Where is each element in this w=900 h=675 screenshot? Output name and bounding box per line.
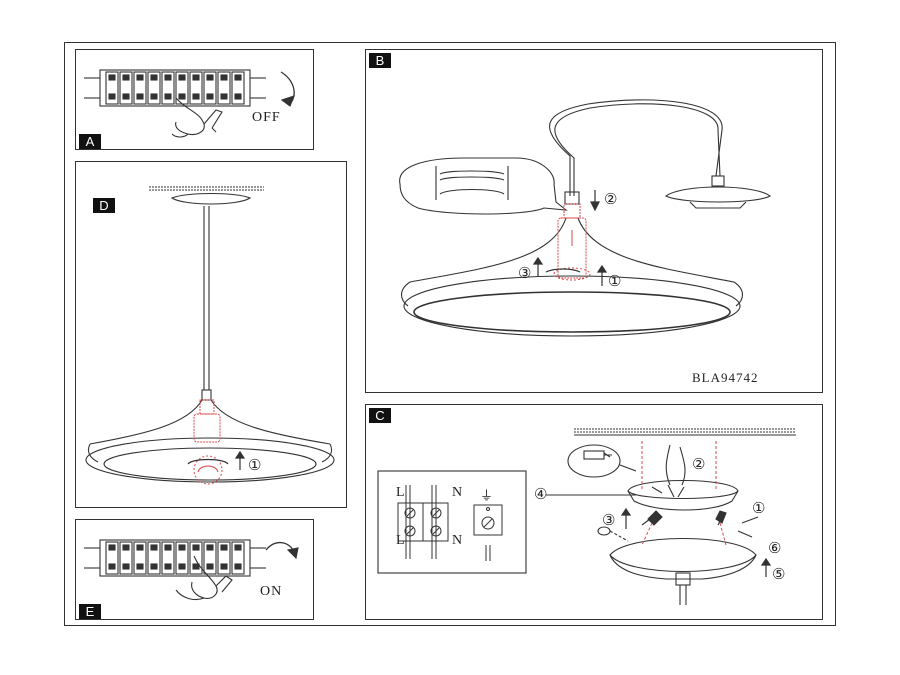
- panel-c-step-6: ⑥: [768, 541, 782, 557]
- panel-c-step-2: ②: [692, 457, 706, 473]
- instruction-sheet: [64, 42, 836, 626]
- lamp-assembly-illustration: [399, 99, 772, 337]
- panel-c-step-4: ④: [534, 487, 548, 503]
- panel-d-letter: D: [93, 198, 115, 213]
- panel-d-step-1: ①: [248, 458, 262, 474]
- panel-c-step-3: ③: [602, 513, 616, 529]
- model-code: BLA94742: [692, 370, 759, 385]
- terminal-label-neutral-bottom: N: [452, 533, 463, 548]
- panel-a-switch-off: OFF A: [75, 49, 314, 150]
- ceiling-mount-illustration: [377, 428, 796, 605]
- panel-c-ceiling-mount: L N L N ⏚ ④ ② ③ ① ⑥ ⑤ C: [365, 404, 823, 620]
- off-label: OFF: [252, 110, 281, 125]
- pendant-hanging-illustration: [85, 186, 335, 485]
- panel-b-step-1: ①: [608, 274, 622, 290]
- panel-c-letter: C: [369, 408, 391, 423]
- panel-c-step-1: ①: [752, 501, 766, 517]
- panel-b-step-3: ③: [518, 266, 532, 282]
- terminal-label-live-bottom: L: [396, 533, 405, 548]
- panel-a-letter: A: [79, 134, 101, 149]
- panel-b-step-2: ②: [604, 192, 618, 208]
- terminal-label-neutral-top: N: [452, 485, 463, 500]
- on-label: ON: [260, 584, 283, 599]
- panel-c-step-5: ⑤: [772, 567, 786, 583]
- panel-e-letter: E: [79, 604, 101, 619]
- earth-symbol-icon: ⏚: [480, 488, 494, 503]
- terminal-label-live-top: L: [396, 485, 405, 500]
- panel-b-letter: B: [369, 53, 391, 68]
- panel-d-hang-lamp: ① D: [75, 161, 347, 508]
- panel-b-assemble-lamp: ② ③ ① B BLA94742: [365, 49, 823, 393]
- breaker-on-illustration: [84, 539, 299, 601]
- breaker-off-illustration: [84, 69, 295, 138]
- panel-e-switch-on: ON E: [75, 519, 314, 620]
